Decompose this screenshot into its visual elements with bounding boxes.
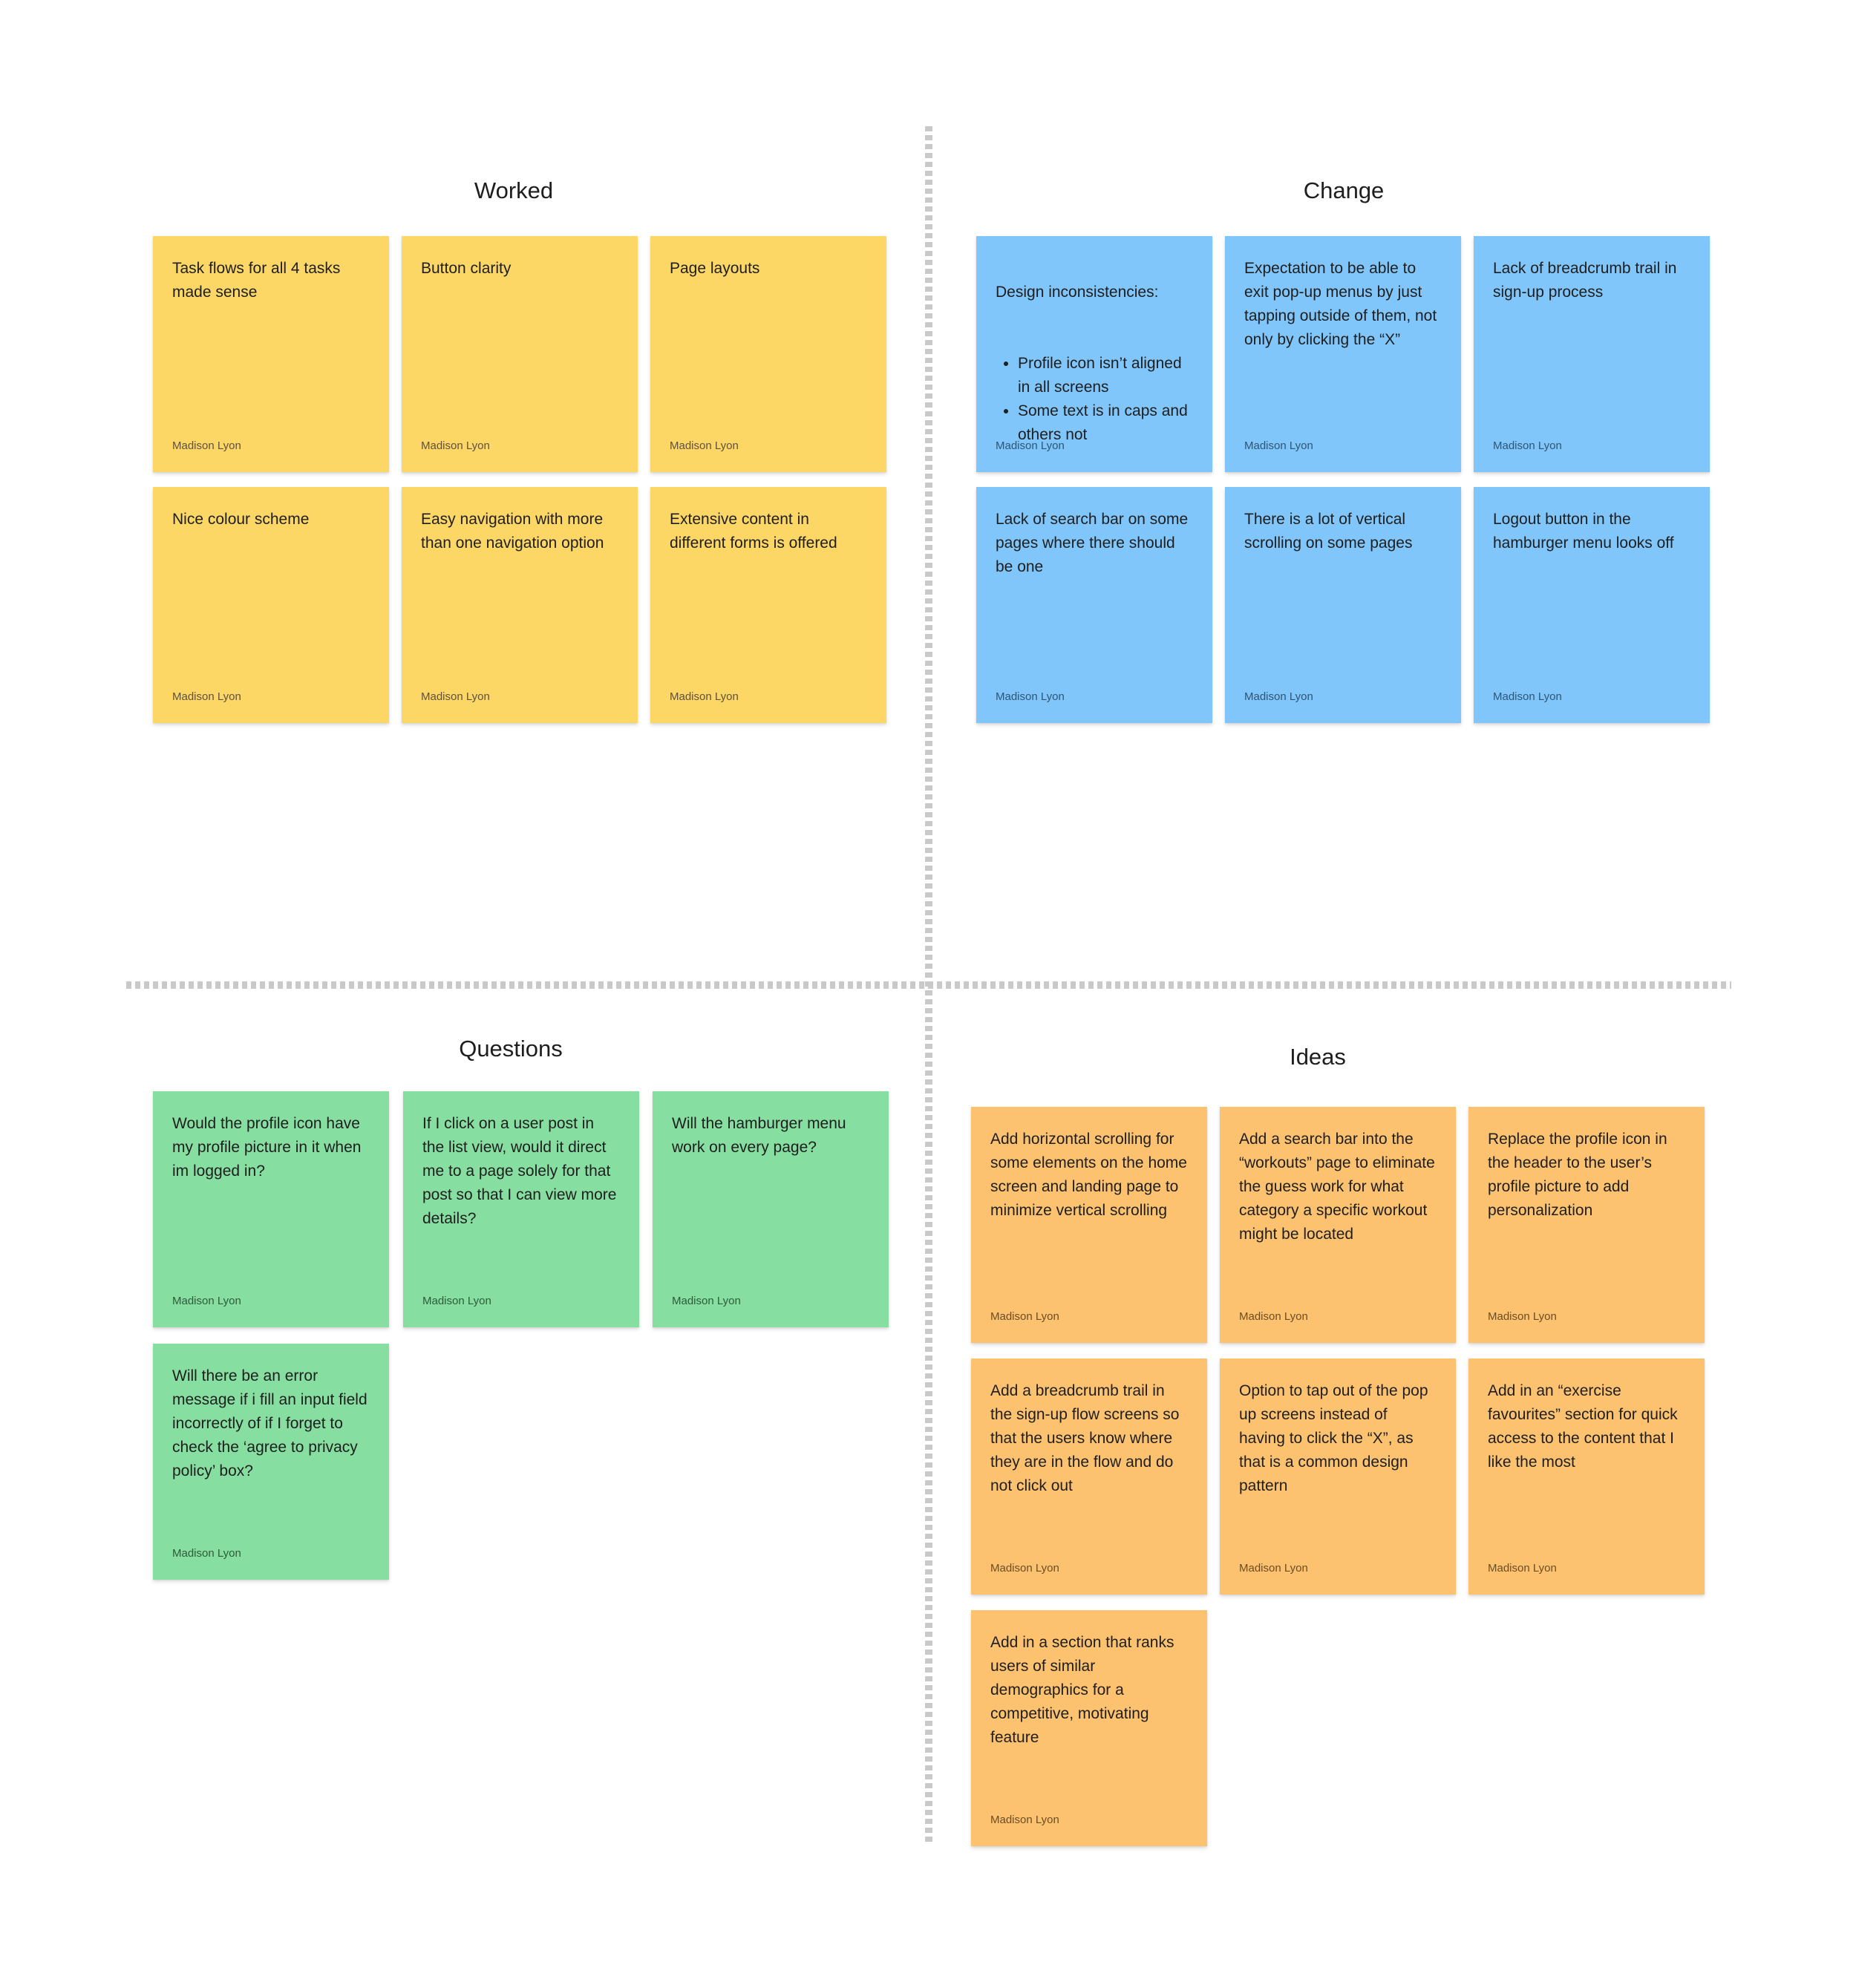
sticky-note-idea[interactable]: Add a breadcrumb trail in the sign-up fl… [971,1358,1207,1595]
sticky-note-author: Madison Lyon [422,1295,491,1307]
sticky-note-idea[interactable]: Add in a section that ranks users of sim… [971,1610,1207,1846]
sticky-note-text: Would the profile icon have my profile p… [172,1115,362,1180]
sticky-note-question[interactable]: Will the hamburger menu work on every pa… [653,1091,889,1327]
sticky-note-text: Task flows for all 4 tasks made sense [172,260,341,301]
horizontal-dashed-divider [126,981,1731,989]
sticky-note-change[interactable]: Lack of breadcrumb trail in sign-up proc… [1474,236,1710,472]
sticky-note-text: Logout button in the hamburger menu look… [1493,511,1674,552]
sticky-note-worked[interactable]: Button clarity Madison Lyon [402,236,638,472]
sticky-note-text: Add horizontal scrolling for some elemen… [990,1131,1187,1219]
sticky-note-text: Nice colour scheme [172,511,310,528]
sticky-note-worked[interactable]: Page layouts Madison Lyon [650,236,886,472]
bullet-item: Profile icon isn’t aligned in all screen… [1018,352,1193,399]
sticky-note-worked[interactable]: Extensive content in different forms is … [650,487,886,723]
sticky-note-author: Madison Lyon [421,439,490,452]
sticky-note-text: Page layouts [670,260,760,277]
sticky-note-text: Will there be an error message if i fill… [172,1367,367,1479]
sticky-note-author: Madison Lyon [172,1295,241,1307]
sticky-note-author: Madison Lyon [172,439,241,452]
sticky-note-text: Lack of search bar on some pages where t… [996,511,1189,575]
sticky-note-text: Add in a section that ranks users of sim… [990,1634,1174,1746]
sticky-note-author: Madison Lyon [172,1547,241,1560]
section-title-questions: Questions [459,1036,563,1062]
sticky-note-text: If I click on a user post in the list vi… [422,1115,617,1227]
sticky-note-author: Madison Lyon [1493,439,1562,452]
bullet-item: Some text is in caps and others not [1018,399,1193,447]
sticky-note-author: Madison Lyon [1239,1310,1308,1323]
sticky-note-idea[interactable]: Add a search bar into the “workouts” pag… [1220,1107,1456,1343]
sticky-note-change[interactable]: Design inconsistencies: Profile icon isn… [976,236,1212,472]
sticky-note-author: Madison Lyon [1244,439,1313,452]
sticky-note-author: Madison Lyon [670,439,739,452]
sticky-note-text: There is a lot of vertical scrolling on … [1244,511,1413,552]
sticky-note-question[interactable]: Will there be an error message if i fill… [153,1344,389,1580]
section-title-change: Change [1303,177,1385,203]
sticky-note-worked[interactable]: Task flows for all 4 tasks made sense Ma… [153,236,389,472]
sticky-note-author: Madison Lyon [1239,1562,1308,1575]
sticky-note-text: Add a search bar into the “workouts” pag… [1239,1131,1435,1243]
sticky-note-idea[interactable]: Add in an “exercise favourites” section … [1468,1358,1705,1595]
sticky-note-idea[interactable]: Option to tap out of the pop up screens … [1220,1358,1456,1595]
sticky-note-idea[interactable]: Add horizontal scrolling for some elemen… [971,1107,1207,1343]
sticky-note-worked[interactable]: Nice colour scheme Madison Lyon [153,487,389,723]
sticky-note-heading: Design inconsistencies: [996,284,1159,301]
sticky-note-idea[interactable]: Replace the profile icon in the header t… [1468,1107,1705,1343]
sticky-note-text: Button clarity [421,260,512,277]
sticky-note-question[interactable]: If I click on a user post in the list vi… [403,1091,639,1327]
sticky-note-worked[interactable]: Easy navigation with more than one navig… [402,487,638,723]
sticky-note-author: Madison Lyon [1488,1310,1557,1323]
sticky-note-change[interactable]: Expectation to be able to exit pop-up me… [1225,236,1461,472]
sticky-note-author: Madison Lyon [1493,690,1562,703]
sticky-note-text: Option to tap out of the pop up screens … [1239,1382,1428,1494]
sticky-note-author: Madison Lyon [1244,690,1313,703]
sticky-note-author: Madison Lyon [421,690,490,703]
sticky-note-author: Madison Lyon [672,1295,741,1307]
sticky-note-change[interactable]: Lack of search bar on some pages where t… [976,487,1212,723]
sticky-note-question[interactable]: Would the profile icon have my profile p… [153,1091,389,1327]
sticky-note-author: Madison Lyon [990,1310,1059,1323]
sticky-note-change[interactable]: There is a lot of vertical scrolling on … [1225,487,1461,723]
section-title-worked: Worked [474,177,554,203]
sticky-note-author: Madison Lyon [990,1562,1059,1575]
sticky-note-change[interactable]: Logout button in the hamburger menu look… [1474,487,1710,723]
sticky-note-text: Add a breadcrumb trail in the sign-up fl… [990,1382,1180,1494]
sticky-note-author: Madison Lyon [990,1814,1059,1826]
sticky-note-text: Lack of breadcrumb trail in sign-up proc… [1493,260,1677,301]
sticky-note-text: Expectation to be able to exit pop-up me… [1244,260,1437,348]
sticky-note-author: Madison Lyon [670,690,739,703]
sticky-note-text: Add in an “exercise favourites” section … [1488,1382,1678,1471]
bullet-list: Profile icon isn’t aligned in all screen… [996,352,1193,447]
sticky-note-author: Madison Lyon [1488,1562,1557,1575]
sticky-note-text: Will the hamburger menu work on every pa… [672,1115,846,1156]
sticky-note-text: Easy navigation with more than one navig… [421,511,604,552]
sticky-note-text: Replace the profile icon in the header t… [1488,1131,1667,1219]
sticky-note-author: Madison Lyon [996,690,1065,703]
sticky-note-text: Design inconsistencies: Profile icon isn… [996,257,1193,471]
sticky-note-author: Madison Lyon [172,690,241,703]
section-title-ideas: Ideas [1290,1044,1346,1070]
sticky-note-author: Madison Lyon [996,439,1065,452]
sticky-note-text: Extensive content in different forms is … [670,511,837,552]
